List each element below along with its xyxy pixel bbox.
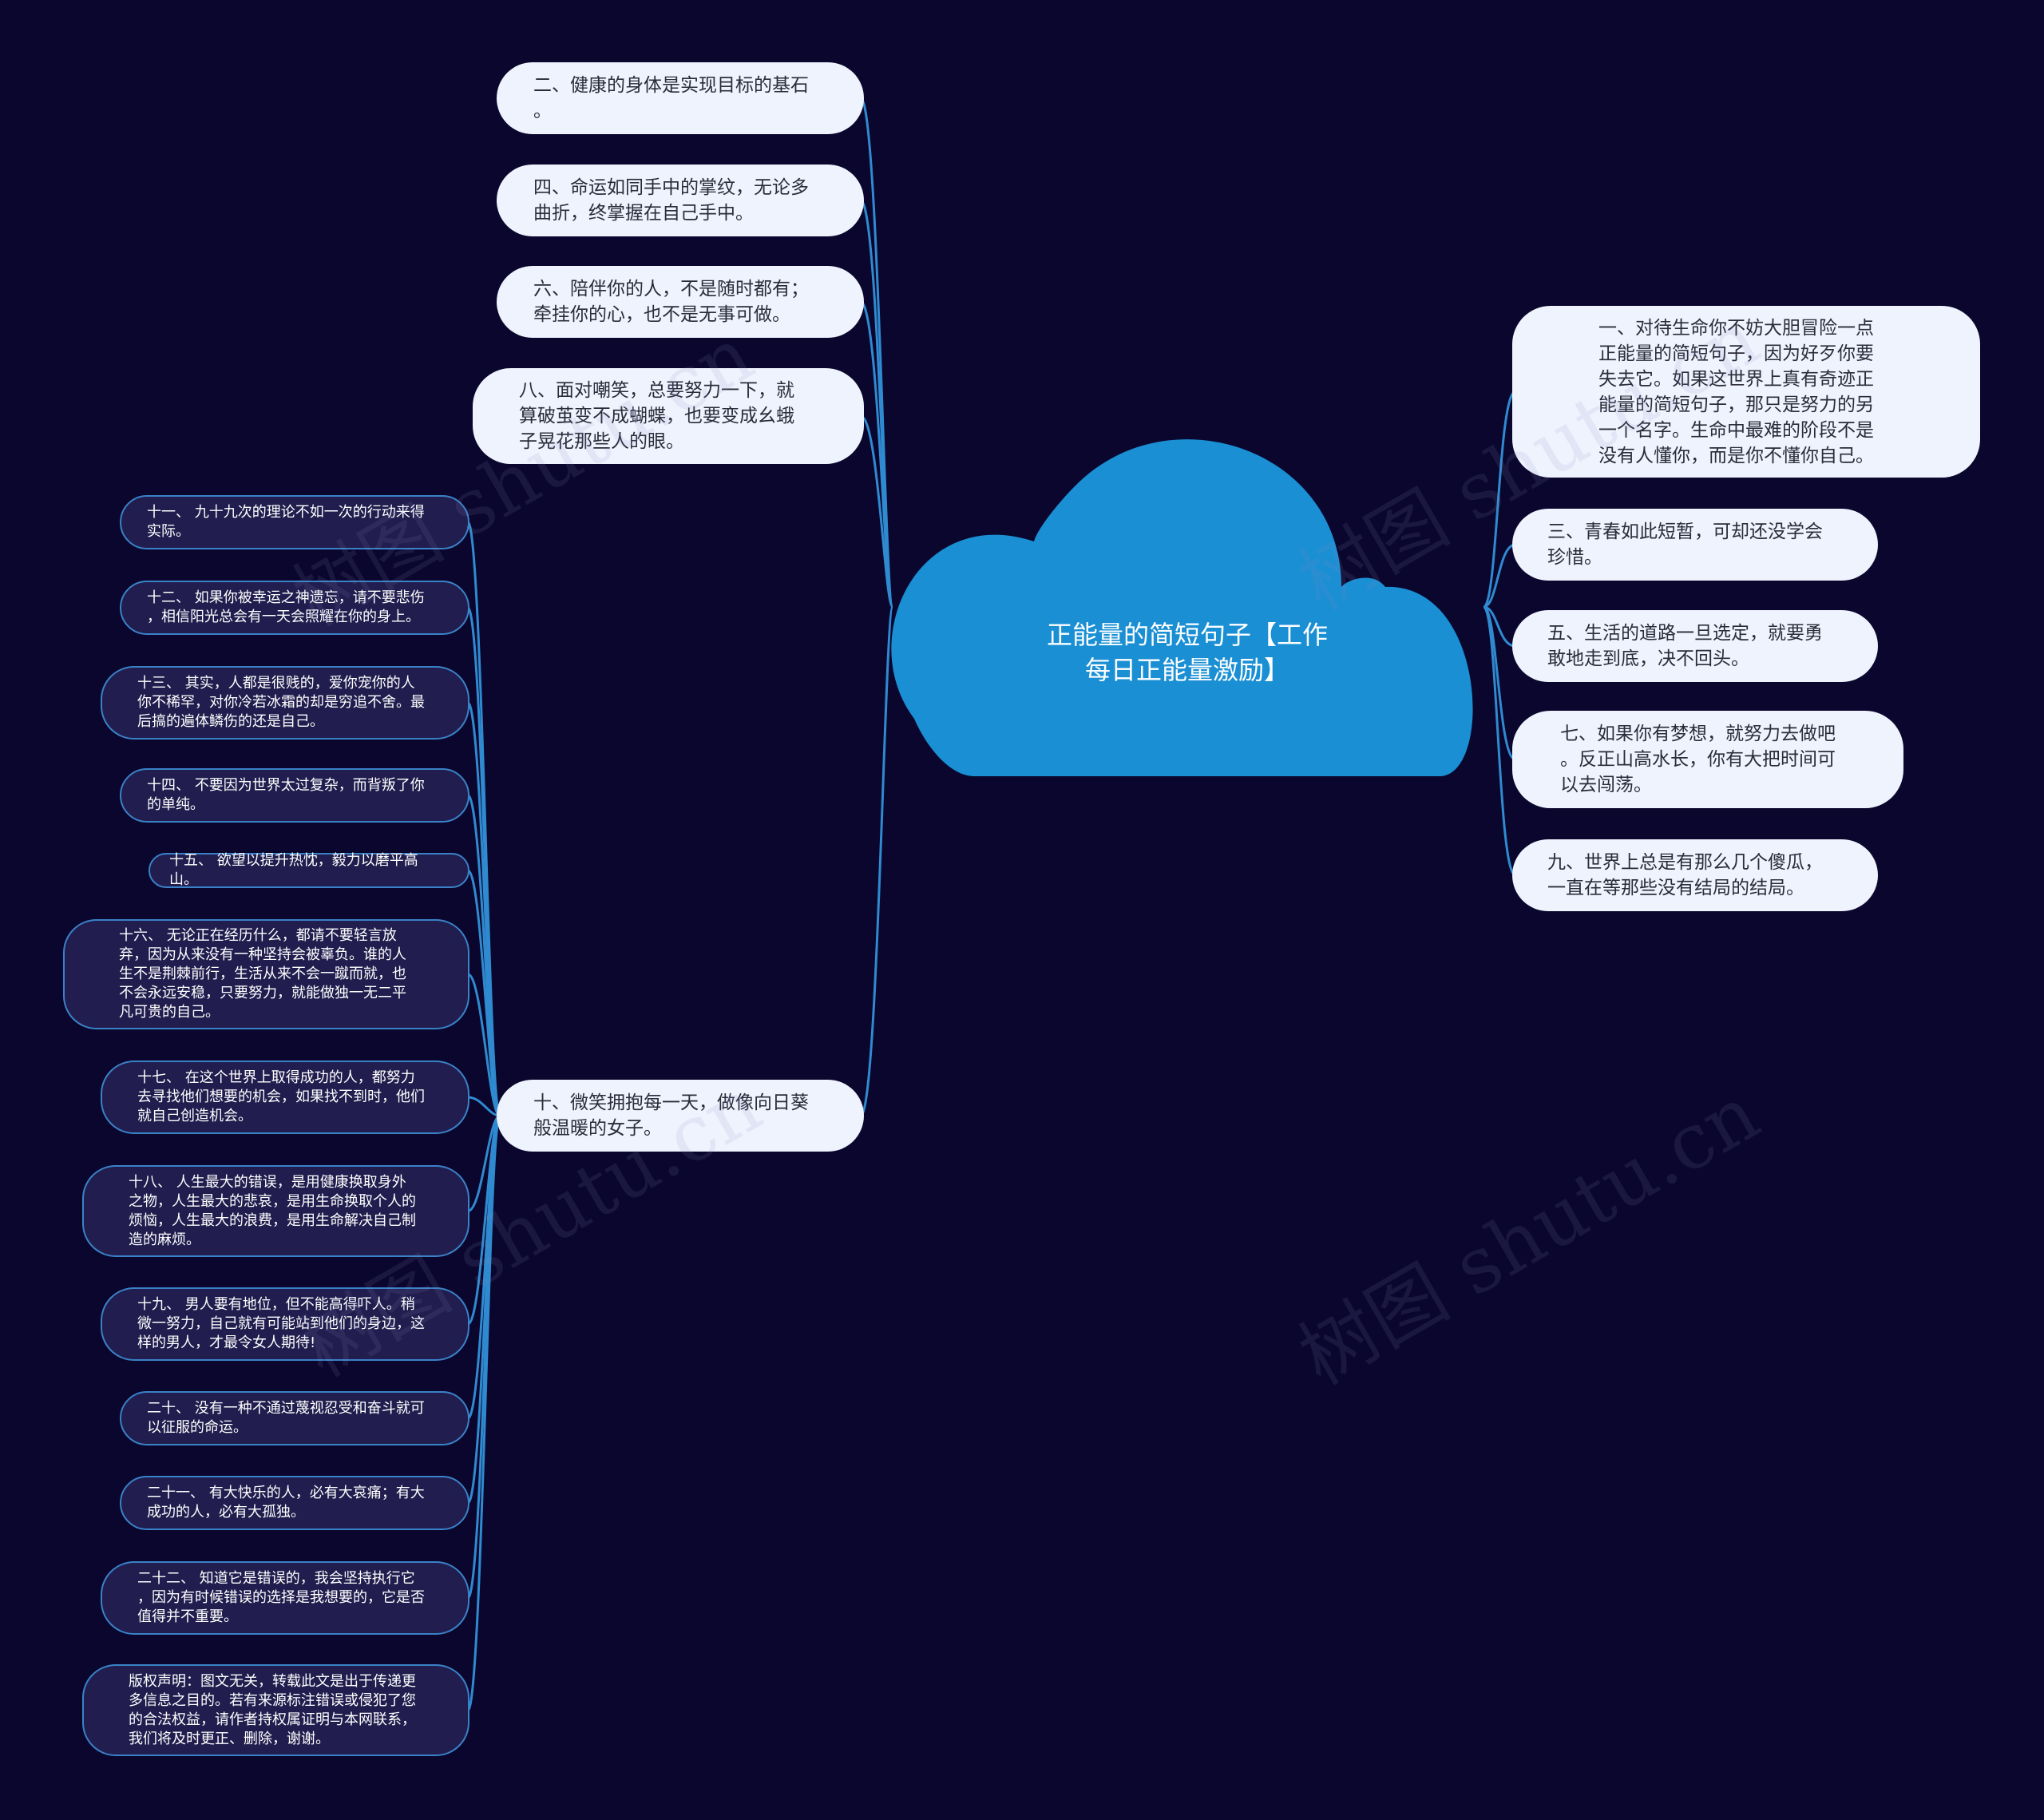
sub-branch-node-text: 十三、 其实，人都是很贱的，爱你宠你的人 你不稀罕，对你冷若冰霜的却是穷追不舍。… xyxy=(137,675,425,730)
branch-node-text: 四、命运如同手中的掌纹，无论多 曲折，终掌握在自己手中。 xyxy=(533,177,809,224)
sub-branch-node[interactable]: 二十、 没有一种不通过蔑视忍受和奋斗就可 以征服的命运。 xyxy=(120,1391,469,1445)
branch-node[interactable]: 五、生活的道路一旦选定，就要勇 敢地走到底，决不回头。 xyxy=(1512,610,1878,682)
branch-node-text: 三、青春如此短暂，可却还没学会 珍惜。 xyxy=(1547,521,1823,568)
connector-right xyxy=(1483,543,1516,609)
sub-branch-node[interactable]: 二十一、 有大快乐的人，必有大哀痛；有大 成功的人，必有大孤独。 xyxy=(120,1476,469,1530)
sub-branch-node[interactable]: 版权声明：图文无关，转载此文是出于传递更 多信息之目的。若有来源标注错误或侵犯了… xyxy=(82,1664,469,1756)
branch-node-text: 七、如果你有梦想，就努力去做吧 。反正山高水长，你有大把时间可 以去闯荡。 xyxy=(1560,724,1836,795)
central-cloud-shape xyxy=(891,439,1473,776)
branch-node[interactable]: 二、健康的身体是实现目标的基石 。 xyxy=(497,62,864,134)
connector-left xyxy=(859,605,894,1117)
branch-node-text: 二、健康的身体是实现目标的基石 。 xyxy=(533,75,809,121)
branch-node[interactable]: 三、青春如此短暂，可却还没学会 珍惜。 xyxy=(1512,509,1878,581)
sub-branch-node-text: 二十二、 知道它是错误的，我会坚持执行它 ，因为有时候错误的选择是我想要的，它是… xyxy=(137,1570,425,1625)
sub-branch-node[interactable]: 十一、 九十九次的理论不如一次的行动来得 实际。 xyxy=(120,495,469,549)
sub-branch-node[interactable]: 十二、 如果你被幸运之神遗忘，请不要悲伤 ，相信阳光总会有一天会照耀在你的身上。 xyxy=(120,581,469,635)
branch-node[interactable]: 七、如果你有梦想，就努力去做吧 。反正山高水长，你有大把时间可 以去闯荡。 xyxy=(1512,711,1903,808)
branch-node-text: 一、对待生命你不妨大胆冒险一点 正能量的简短句子，因为好歹你要 失去它。如果这世… xyxy=(1598,317,1874,466)
sub-branch-node[interactable]: 十六、 无论正在经历什么，都请不要轻言放 弃，因为从来没有一种坚持会被辜负。谁的… xyxy=(63,919,469,1029)
branch-node-text: 五、生活的道路一旦选定，就要勇 敢地走到底，决不回头。 xyxy=(1547,623,1823,669)
connector-right xyxy=(1483,605,1516,648)
branch-node[interactable]: 九、世界上总是有那么几个傻瓜， 一直在等那些没有结局的结局。 xyxy=(1512,839,1878,911)
sub-branch-node-text: 二十、 没有一种不通过蔑视忍受和奋斗就可 以征服的命运。 xyxy=(147,1400,425,1436)
sub-branch-node-text: 二十一、 有大快乐的人，必有大哀痛；有大 成功的人，必有大孤独。 xyxy=(147,1485,425,1521)
sub-branch-node-text: 十九、 男人要有地位，但不能高得吓人。稍 微一努力，自己就有可能站到他们的身边，… xyxy=(137,1296,425,1351)
sub-branch-node-text: 十五、 欲望以提升热忱，毅力以磨平高山。 xyxy=(169,852,418,888)
sub-branch-node[interactable]: 十九、 男人要有地位，但不能高得吓人。稍 微一努力，自己就有可能站到他们的身边，… xyxy=(101,1287,469,1361)
sub-branch-node[interactable]: 二十二、 知道它是错误的，我会坚持执行它 ，因为有时候错误的选择是我想要的，它是… xyxy=(101,1561,469,1635)
sub-branch-node-text: 十一、 九十九次的理论不如一次的行动来得 实际。 xyxy=(147,504,425,540)
sub-branch-node[interactable]: 十三、 其实，人都是很贱的，爱你宠你的人 你不稀罕，对你冷若冰霜的却是穷追不舍。… xyxy=(101,666,469,739)
central-topic[interactable]: 正能量的简短句子【工作 每日正能量激励】 xyxy=(1046,620,1328,685)
branch-node[interactable]: 十、微笑拥抱每一天，做像向日葵 般温暖的女子。 xyxy=(497,1080,864,1152)
connector-sub xyxy=(467,973,501,1117)
sub-branch-node[interactable]: 十五、 欲望以提升热忱，毅力以磨平高山。 xyxy=(149,852,469,888)
branch-node[interactable]: 八、面对嘲笑，总要努力一下，就 算破茧变不成蝴蝶，也要变成幺蛾 子晃花那些人的眼… xyxy=(473,368,864,464)
connector-left xyxy=(860,414,894,609)
branch-node-text: 十、微笑拥抱每一天，做像向日葵 般温暖的女子。 xyxy=(533,1092,809,1139)
connector-right xyxy=(1482,605,1517,877)
connector-right xyxy=(1482,391,1516,609)
sub-branch-node-text: 十四、 不要因为世界太过复杂，而背叛了你 的单纯。 xyxy=(147,777,425,813)
sub-branch-node-text: 版权声明：图文无关，转载此文是出于传递更 多信息之目的。若有来源标注错误或侵犯了… xyxy=(129,1672,416,1747)
sub-branch-node-text: 十八、 人生最大的错误，是用健康换取身外 之物，人生最大的悲哀，是用生命换取个人… xyxy=(129,1173,416,1248)
sub-branch-node[interactable]: 十八、 人生最大的错误，是用健康换取身外 之物，人生最大的悲哀，是用生命换取个人… xyxy=(82,1165,469,1257)
branch-node[interactable]: 四、命运如同手中的掌纹，无论多 曲折，终掌握在自己手中。 xyxy=(497,165,864,236)
branch-node-text: 九、世界上总是有那么几个傻瓜， 一直在等那些没有结局的结局。 xyxy=(1547,852,1823,898)
branch-node-text: 八、面对嘲笑，总要努力一下，就 算破茧变不成蝴蝶，也要变成幺蛾 子晃花那些人的眼… xyxy=(519,380,794,452)
connector-sub xyxy=(467,1114,501,1212)
sub-branch-node-text: 十六、 无论正在经历什么，都请不要轻言放 弃，因为从来没有一种坚持会被辜负。谁的… xyxy=(119,927,406,1021)
connector-sub xyxy=(466,869,501,1117)
branch-node[interactable]: 六、陪伴你的人，不是随时都有； 牵挂你的心，也不是无事可做。 xyxy=(497,266,864,338)
sub-branch-node[interactable]: 十七、 在这个世界上取得成功的人，都努力 去寻找他们想要的机会，如果找不到时，他… xyxy=(101,1061,469,1134)
branch-node[interactable]: 一、对待生命你不妨大胆冒险一点 正能量的简短句子，因为好歹你要 失去它。如果这世… xyxy=(1512,306,1980,478)
branch-node-text: 六、陪伴你的人，不是随时都有； 牵挂你的心，也不是无事可做。 xyxy=(533,279,809,325)
sub-branch-node[interactable]: 十四、 不要因为世界太过复杂，而背叛了你 的单纯。 xyxy=(120,768,469,823)
sub-branch-node-text: 十七、 在这个世界上取得成功的人，都努力 去寻找他们想要的机会，如果找不到时，他… xyxy=(137,1069,425,1124)
sub-branch-node-text: 十二、 如果你被幸运之神遗忘，请不要悲伤 ，相信阳光总会有一天会照耀在你的身上。 xyxy=(147,589,425,625)
connector-sub xyxy=(466,1114,501,1711)
